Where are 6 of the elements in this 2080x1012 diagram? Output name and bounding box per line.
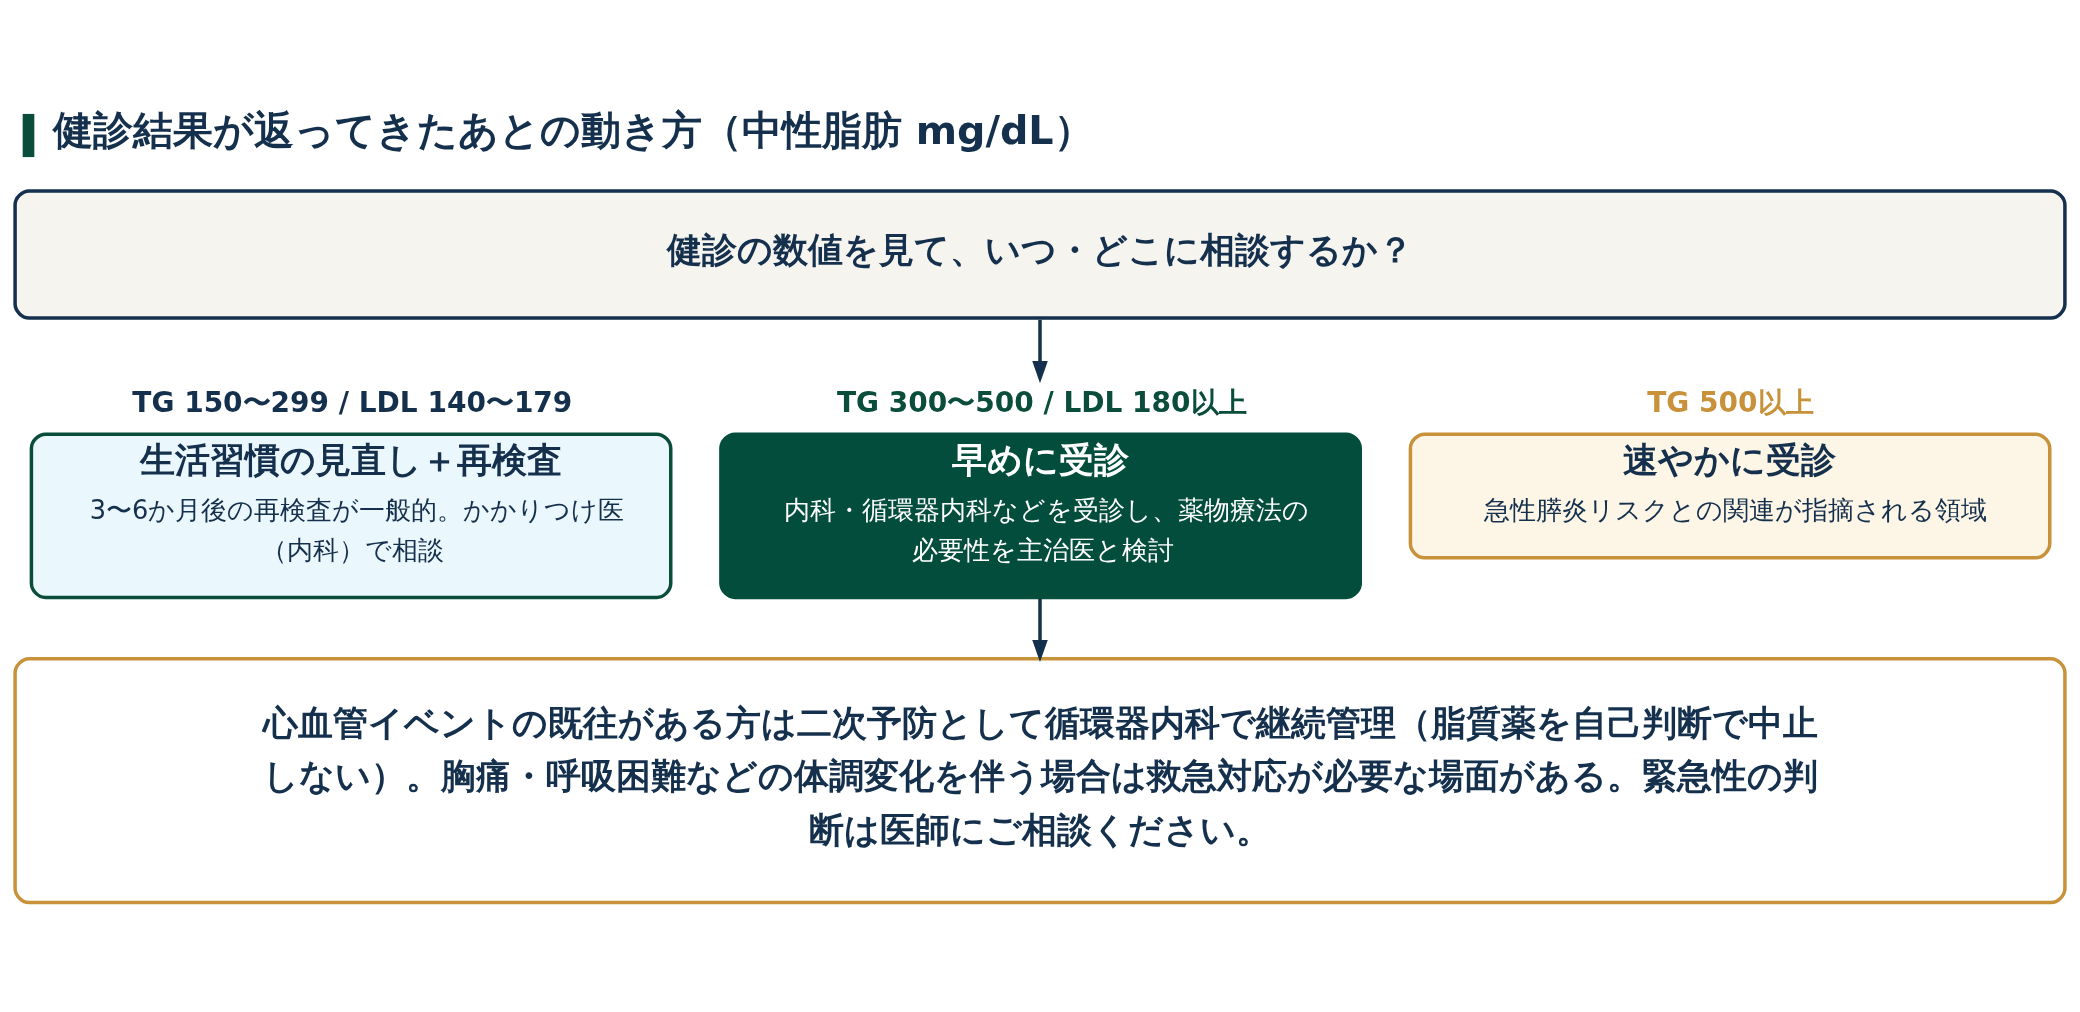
arrow: [1032, 319, 1048, 383]
node-label: TG 500以上: [1647, 385, 1814, 419]
node-label: TG 300〜500 / LDL 180以上: [837, 385, 1247, 419]
arrow: [1032, 598, 1048, 662]
diagram-title: 健診結果が返ってきたあとの動き方（中性脂肪 mg/dL）: [53, 106, 1094, 153]
node-label: TG 150〜299 / LDL 140〜179: [132, 385, 573, 419]
